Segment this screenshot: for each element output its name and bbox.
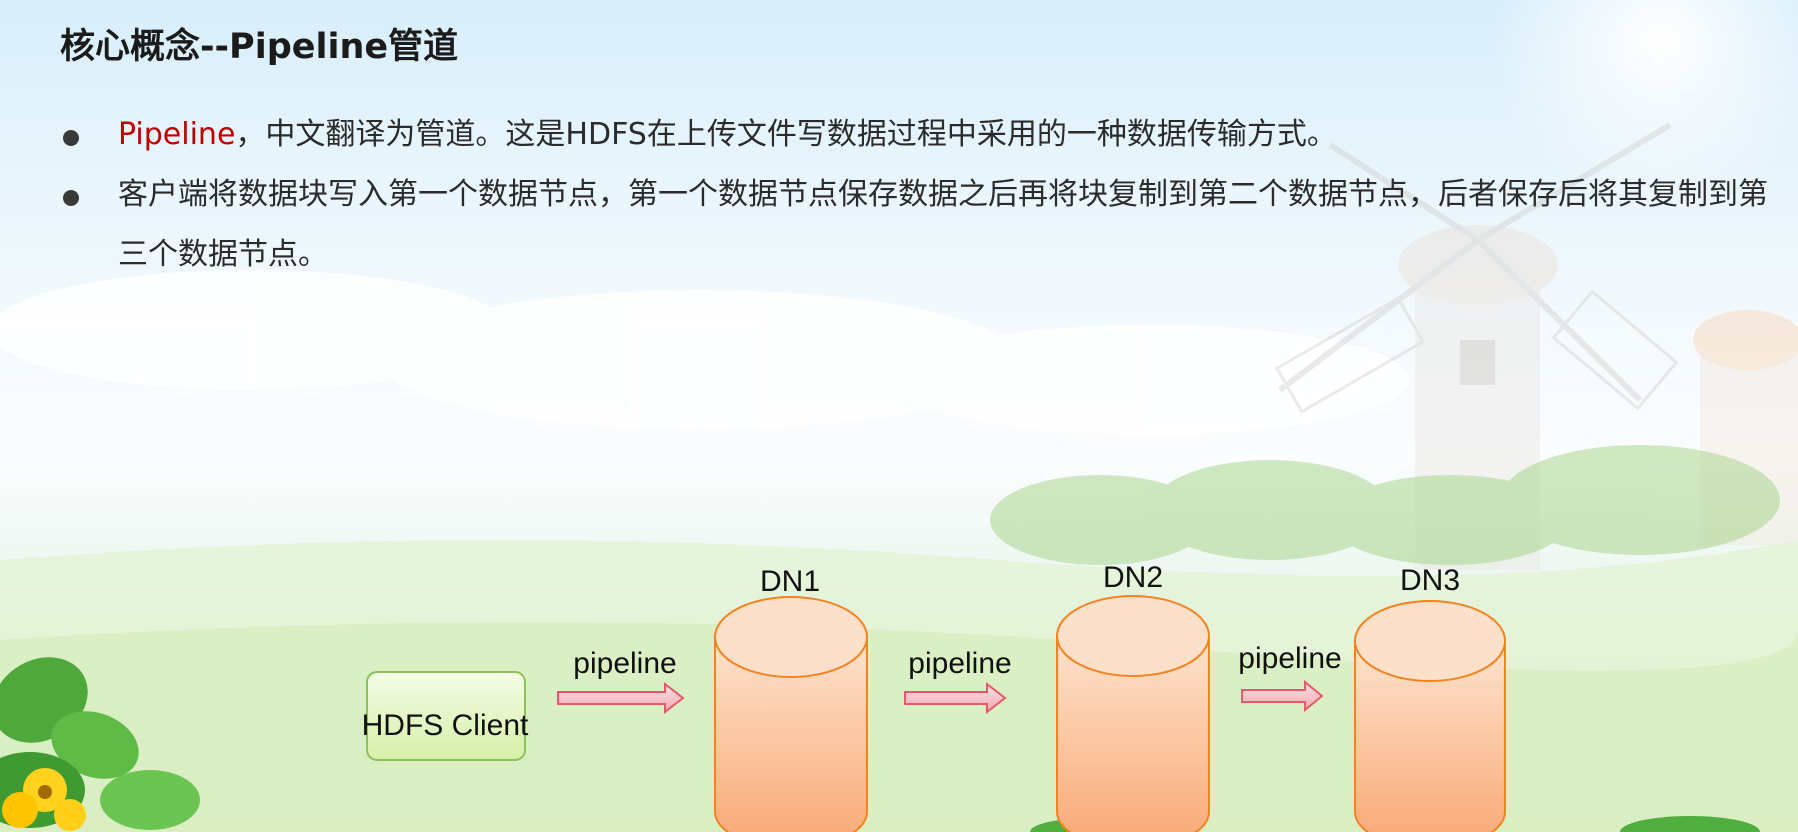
datanode-label-dn2: DN2 xyxy=(1103,561,1163,594)
pipeline-arrow-1 xyxy=(558,684,683,712)
datanode-label-dn1: DN1 xyxy=(760,565,820,598)
hdfs-client-label: HDFS Client xyxy=(362,709,529,742)
pipeline-arrow-2 xyxy=(905,684,1005,712)
datanode-cylinder-dn1 xyxy=(715,597,867,832)
datanode-cylinder-dn3 xyxy=(1355,601,1505,832)
datanode-label-dn3: DN3 xyxy=(1400,564,1460,597)
pipeline-label-2: pipeline xyxy=(908,647,1011,680)
pipeline-arrow-3 xyxy=(1242,682,1322,710)
pipeline-label-3: pipeline xyxy=(1238,642,1341,675)
datanode-cylinder-dn2 xyxy=(1057,596,1209,832)
pipeline-label-1: pipeline xyxy=(573,647,676,680)
